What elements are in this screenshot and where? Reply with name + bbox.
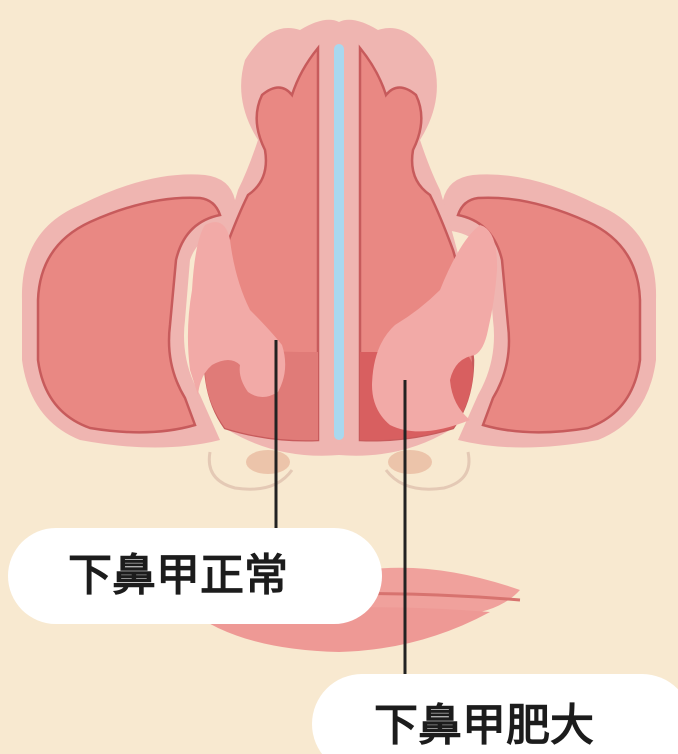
septum-blue-stripe [334, 44, 344, 440]
label-normal-turbinate-text: 下鼻甲正常 [68, 554, 288, 598]
label-normal-turbinate: 下鼻甲正常 [8, 528, 382, 624]
label-hypertrophic-turbinate: 下鼻甲肥大 [312, 674, 678, 754]
label-hypertrophic-turbinate-text: 下鼻甲肥大 [374, 704, 594, 748]
